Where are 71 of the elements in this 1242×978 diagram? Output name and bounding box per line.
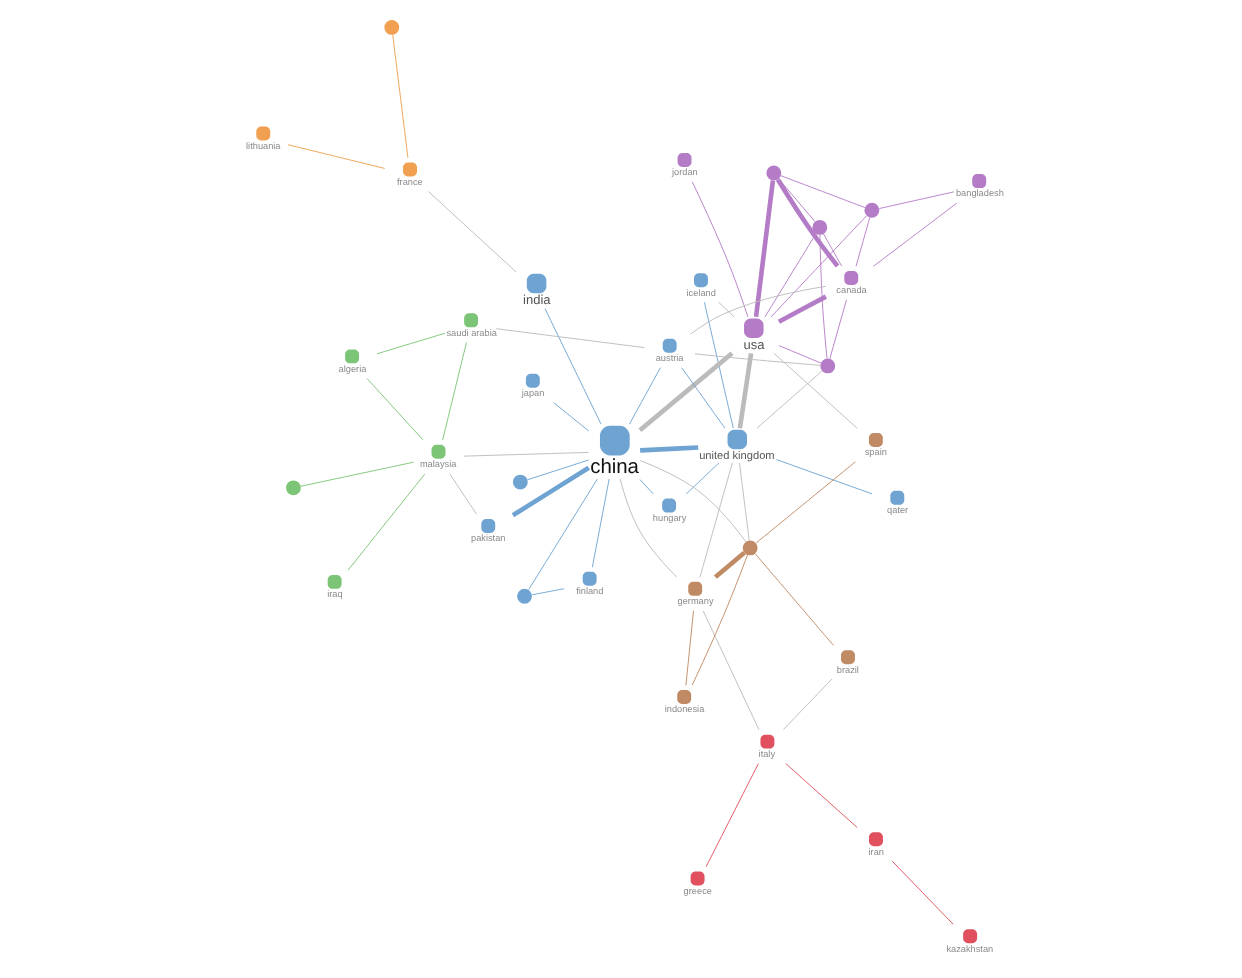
connector	[619, 478, 678, 578]
connector	[778, 345, 822, 364]
connector	[829, 299, 847, 360]
connector	[754, 553, 834, 646]
connector	[366, 377, 424, 441]
connector	[347, 473, 426, 571]
connector	[702, 610, 760, 731]
node-circle	[864, 202, 880, 218]
connector	[891, 860, 954, 925]
connector	[300, 461, 414, 487]
connector	[855, 217, 871, 267]
connector	[639, 460, 747, 543]
connector	[777, 294, 827, 324]
node-circle	[384, 19, 400, 35]
connector	[770, 215, 868, 318]
connector	[823, 233, 843, 267]
connector	[703, 301, 734, 429]
node-circle	[517, 588, 532, 604]
connector	[819, 234, 828, 359]
connector	[691, 181, 749, 318]
connector	[629, 367, 661, 425]
connector	[782, 678, 833, 731]
connector	[638, 351, 734, 433]
connector	[753, 180, 776, 318]
node-circle	[766, 165, 782, 181]
connector	[775, 178, 840, 268]
connector	[527, 459, 590, 481]
connector	[544, 308, 602, 425]
connector	[685, 610, 694, 686]
connector	[392, 34, 409, 159]
connector	[681, 367, 726, 429]
connector	[442, 341, 467, 441]
node-circle	[742, 540, 758, 556]
node-circle	[820, 358, 836, 374]
connector	[463, 451, 590, 457]
connector	[287, 144, 386, 169]
connector	[778, 178, 816, 222]
connector	[694, 353, 821, 366]
connector	[531, 588, 565, 596]
connector	[780, 175, 866, 208]
connector	[755, 461, 856, 544]
node-label: china	[590, 456, 640, 479]
connector	[756, 370, 823, 429]
connector	[376, 332, 446, 355]
connector	[718, 301, 735, 318]
connector	[785, 763, 858, 828]
connector	[639, 479, 654, 495]
connector	[764, 233, 817, 318]
connector	[685, 462, 720, 495]
connector	[705, 763, 759, 868]
connector	[427, 190, 517, 273]
connector	[591, 478, 610, 568]
connector	[553, 402, 590, 432]
node-circle	[812, 219, 828, 235]
connector	[773, 352, 858, 429]
connector	[737, 353, 754, 429]
connector	[640, 445, 699, 453]
connector	[511, 465, 590, 518]
connector	[449, 473, 478, 515]
connector	[713, 551, 746, 579]
connector	[873, 202, 958, 267]
connector	[689, 285, 827, 335]
connector	[776, 459, 873, 495]
node-circle	[512, 474, 528, 490]
connector	[699, 462, 733, 578]
node-circle	[286, 480, 301, 496]
connector	[495, 328, 645, 349]
connector	[691, 554, 748, 686]
connector	[528, 478, 598, 591]
connector	[878, 191, 955, 209]
connector	[739, 462, 750, 541]
